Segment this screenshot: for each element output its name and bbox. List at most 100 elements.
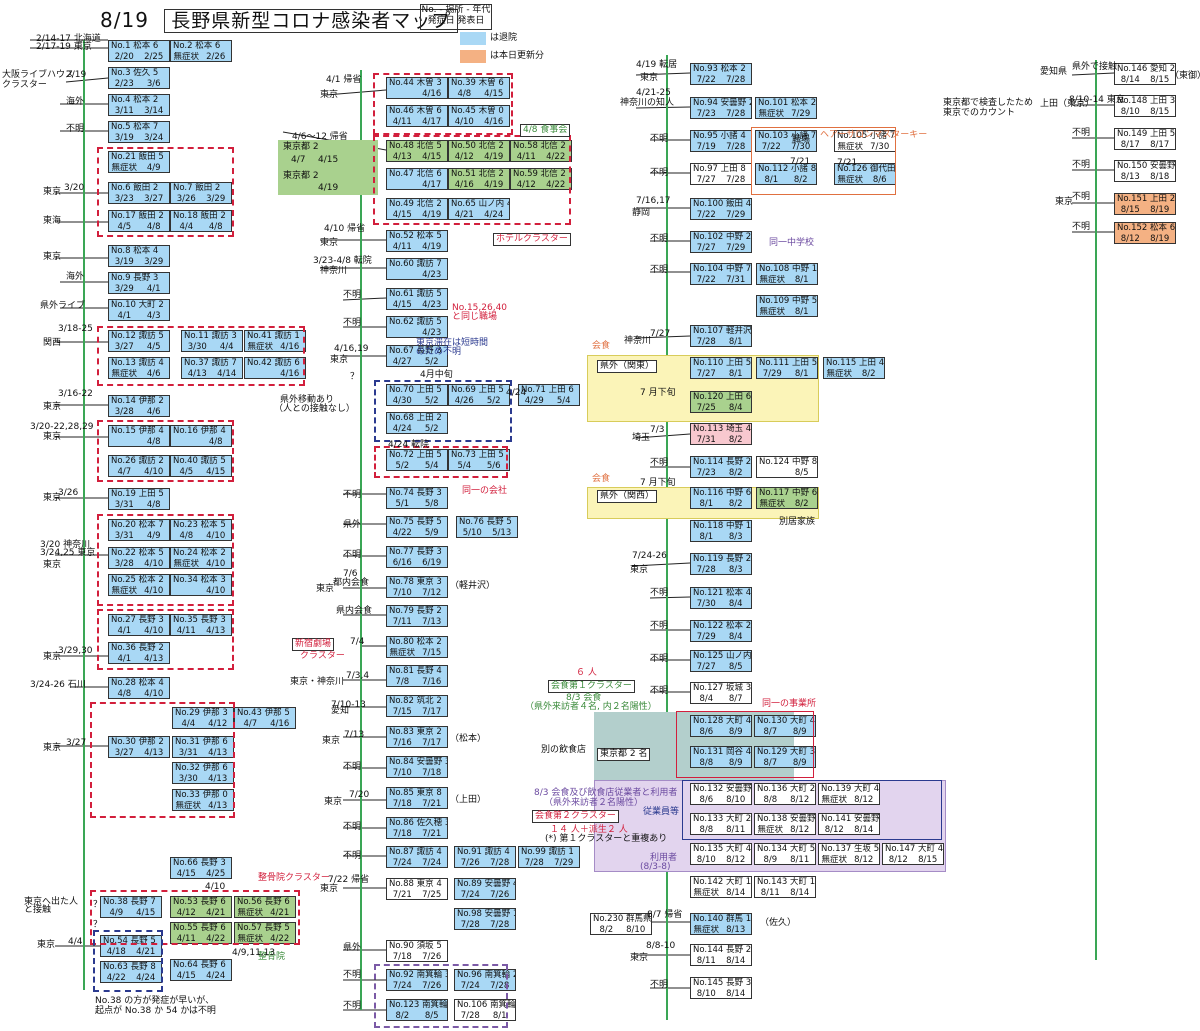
cluster-frame-ina2	[90, 702, 235, 818]
source-label: 不明	[1072, 222, 1091, 232]
case-header: No.50 北信 2	[451, 141, 504, 151]
case-header: No.12 諏訪 5	[111, 331, 164, 341]
case-announced: 4/17	[422, 117, 442, 127]
case-header: No.3 佐久 5	[111, 68, 159, 78]
case-header: No.230 群馬県 1	[593, 914, 651, 924]
case-onset: 4/11	[176, 934, 196, 944]
case-onset: 無症状	[175, 801, 202, 811]
case-onset: 7/29	[696, 632, 716, 642]
case-announced: 7/13	[422, 617, 442, 627]
case-onset: 8/9	[763, 855, 778, 865]
case-header: No.85 東京 8	[389, 788, 442, 798]
source-label: 愛知	[331, 706, 350, 716]
case-header: No.137 生坂 5	[821, 844, 879, 854]
case-announced: 4/10	[206, 531, 226, 541]
case-header: No.109 中野 5	[759, 296, 817, 306]
case-header: No.112 小諸 8	[758, 164, 816, 174]
source-label: 不明	[343, 1001, 362, 1011]
case-onset: 無症状	[111, 163, 138, 173]
case-onset: 5/2	[395, 461, 410, 471]
case-announced: 7/17	[422, 707, 442, 717]
case-header: No.16 伊那 4	[173, 426, 226, 436]
case-onset: 7/22	[696, 275, 716, 285]
case-announced: 4/9	[146, 531, 161, 541]
cluster-frame-seikotsuin-sub	[93, 930, 163, 992]
case-header: No.145 長野 3	[693, 978, 751, 988]
case-onset: 無症状	[837, 142, 864, 152]
case-announced: 8/13	[726, 925, 746, 935]
case-onset: 3/27	[114, 342, 134, 352]
annotation-tokyo2-b: 東京都 2	[283, 171, 319, 181]
case-onset: 7/27	[696, 243, 716, 253]
case-announced: 8/1	[794, 275, 809, 285]
header-date: 8/19	[100, 8, 149, 32]
source-label: 4/4	[68, 937, 83, 947]
annotation-kaishoku-c2-note: (*) 第１クラスターと重複あり	[545, 834, 668, 844]
case-header: No.74 長野 3	[389, 488, 442, 498]
case-header: No.30 伊那 2	[111, 737, 164, 747]
case-header: No.141 安曇野 2	[821, 814, 879, 824]
case-announced: 4/23	[422, 300, 442, 310]
case-header: No.117 中野 6	[759, 488, 817, 498]
case-onset: 無症状	[237, 934, 264, 944]
source-label: 3/20 神奈川	[40, 540, 91, 550]
source-label: 不明	[1072, 128, 1091, 138]
case-announced: 4/19	[484, 180, 504, 190]
case-onset: 4/5	[117, 222, 132, 232]
case-header: No.97 上田 8	[693, 164, 746, 174]
source-label: 県外移動あり	[280, 395, 335, 405]
case-announced: 4/15	[206, 467, 226, 477]
case-announced: 7/31	[726, 275, 746, 285]
case-announced: 8/10	[726, 795, 746, 805]
case-announced: 8/6	[872, 175, 887, 185]
case-header: No.130 大町 4	[757, 716, 815, 726]
case-announced: 7/30	[870, 142, 890, 152]
source-label: 東京	[43, 187, 62, 197]
case-header: No.11 諏訪 3	[184, 331, 237, 341]
case-announced: 7/26	[422, 952, 442, 962]
case-header: No.146 愛知 2	[1117, 64, 1175, 74]
case-announced: 4/22	[270, 934, 290, 944]
annotation-hotel: ホテルクラスター	[493, 233, 571, 246]
case-header: No.72 上田 5	[389, 450, 442, 460]
case-header: No.108 中野 1	[759, 264, 817, 274]
case-header: No.140 群馬 1	[693, 914, 751, 924]
case-header: No.32 伊那 6	[175, 763, 228, 773]
case-header: No.126 御代田 5	[837, 164, 895, 174]
case-announced: 4/22	[546, 152, 566, 162]
case-announced: 8/9	[792, 727, 807, 737]
case-announced: 4/10	[144, 559, 164, 569]
case-onset: 7/19	[696, 142, 716, 152]
case-header: No.83 東京 2	[389, 727, 442, 737]
